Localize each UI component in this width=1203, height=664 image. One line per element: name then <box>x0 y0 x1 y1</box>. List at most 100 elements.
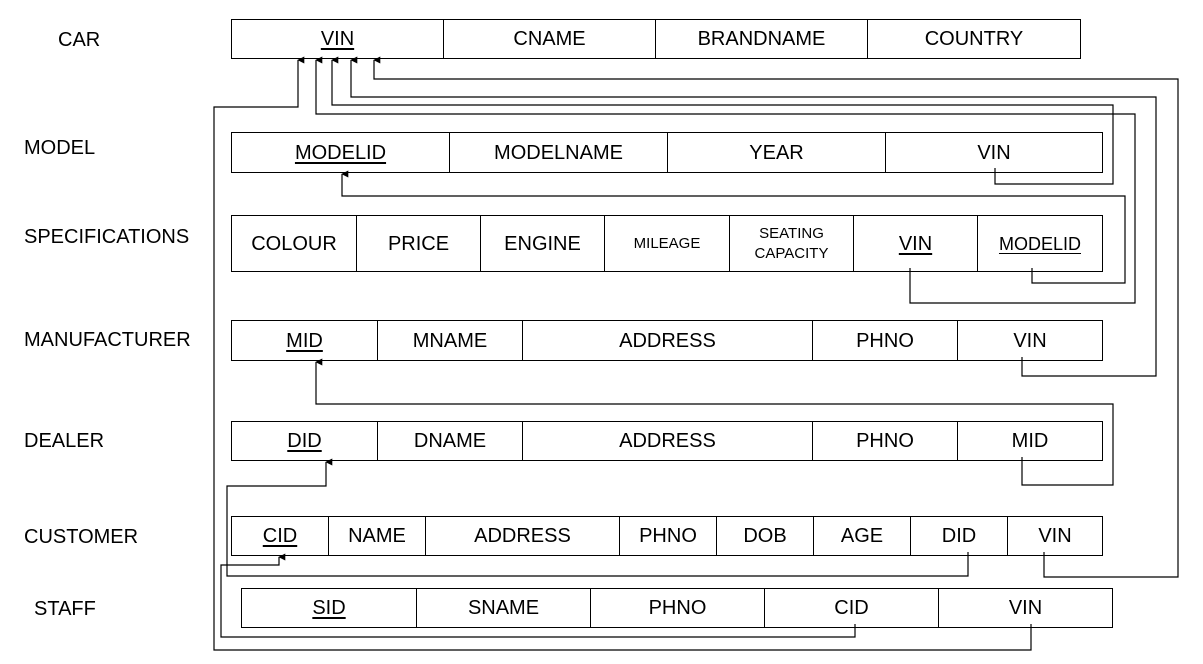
link-spec-vin-to-car-vin <box>315 56 1136 304</box>
car-column-vin: VIN <box>232 20 444 58</box>
model-column-year-label: YEAR <box>749 141 804 164</box>
specifications-column-modelid: MODELID <box>978 216 1102 271</box>
car-column-cname-label: CNAME <box>513 28 586 50</box>
manufacturer-column-vin-label: VIN <box>1013 329 1047 352</box>
specifications-column-colour: COLOUR <box>232 216 357 271</box>
customer-column-age-label: AGE <box>840 525 884 547</box>
model-column-modelname-label: MODELNAME <box>494 141 623 164</box>
staff-column-sname-label: SNAME <box>467 597 540 619</box>
link-customer-vin-to-car-vin <box>373 56 1179 578</box>
manufacturer-column-mid-label: MID <box>286 329 323 352</box>
manufacturer-table-name: MANUFACTURER <box>24 329 191 351</box>
manufacturer-column-vin: VIN <box>958 321 1102 360</box>
customer-table-name: CUSTOMER <box>24 526 139 548</box>
link-dealer-mid-to-manufacturer-mid <box>315 358 1114 486</box>
specifications-column-mileage: MILEAGE <box>605 216 730 271</box>
manufacturer-column-phno-label: PHNO <box>856 329 914 352</box>
car-column-brandname: BRANDNAME <box>656 20 868 58</box>
manufacturer-column-mname-label: MNAME <box>412 329 488 352</box>
customer-column-address-label: ADDRESS <box>474 525 571 547</box>
customer-column-vin-label: VIN <box>1038 525 1072 547</box>
customer-column-name-label: NAME <box>348 525 406 547</box>
car-column-vin-label: VIN <box>320 28 355 50</box>
customer-column-did: DID <box>911 517 1008 555</box>
model-column-modelname: MODELNAME <box>450 133 668 172</box>
link-staff-vin-to-car-vin <box>213 56 1032 651</box>
dealer-column-phno: PHNO <box>813 422 958 460</box>
link-staff-cid-to-customer-cid <box>220 553 856 638</box>
customer-table: CID NAME ADDRESS PHNO DOB AGE DID VIN <box>231 516 1103 556</box>
specifications-column-seating-capacity-label: SEATING CAPACITY <box>754 224 829 262</box>
customer-column-phno: PHNO <box>620 517 717 555</box>
customer-column-phno-label: PHNO <box>639 525 697 547</box>
dealer-column-mid-label: MID <box>1011 430 1049 452</box>
customer-column-age: AGE <box>814 517 911 555</box>
dealer-column-dname-label: DNAME <box>413 430 487 452</box>
car-column-country: COUNTRY <box>868 20 1080 58</box>
customer-column-dob-label: DOB <box>743 525 787 547</box>
customer-column-address: ADDRESS <box>426 517 620 555</box>
dealer-column-phno-label: PHNO <box>856 430 914 452</box>
model-column-vin-label: VIN <box>977 141 1011 164</box>
specifications-column-mileage-label: MILEAGE <box>633 234 701 252</box>
manufacturer-column-phno: PHNO <box>813 321 958 360</box>
link-model-vin-to-car-vin <box>331 56 1114 185</box>
staff-column-sid-label: SID <box>312 597 346 619</box>
staff-column-vin: VIN <box>939 589 1112 627</box>
manufacturer-column-address: ADDRESS <box>523 321 813 360</box>
model-column-vin: VIN <box>886 133 1102 172</box>
car-column-country-label: COUNTRY <box>924 28 1024 50</box>
car-table: VIN CNAME BRANDNAME COUNTRY <box>231 19 1081 59</box>
customer-column-name: NAME <box>329 517 426 555</box>
dealer-column-dname: DNAME <box>378 422 523 460</box>
staff-table: SID SNAME PHNO CID VIN <box>241 588 1113 628</box>
specifications-table: COLOUR PRICE ENGINE MILEAGE SEATING CAPACITY… <box>231 215 1103 272</box>
dealer-column-mid: MID <box>958 422 1102 460</box>
model-table-name: MODEL <box>24 137 96 159</box>
staff-column-cid-label: CID <box>834 597 869 619</box>
customer-column-cid-label: CID <box>262 525 298 547</box>
staff-table-name: STAFF <box>34 598 96 620</box>
staff-column-phno-label: PHNO <box>648 597 707 619</box>
model-column-modelid: MODELID <box>232 133 450 172</box>
specifications-column-vin-label: VIN <box>898 232 933 255</box>
dealer-column-did-label: DID <box>287 430 322 452</box>
customer-column-cid: CID <box>232 517 329 555</box>
manufacturer-column-address-label: ADDRESS <box>619 329 716 352</box>
manufacturer-table: MID MNAME ADDRESS PHNO VIN <box>231 320 1103 361</box>
dealer-table: DID DNAME ADDRESS PHNO MID <box>231 421 1103 461</box>
customer-column-vin: VIN <box>1008 517 1102 555</box>
specifications-column-vin: VIN <box>854 216 978 271</box>
link-spec-modelid-to-model-modelid <box>341 170 1126 284</box>
customer-column-dob: DOB <box>717 517 814 555</box>
specifications-column-price-label: PRICE <box>387 232 450 255</box>
model-column-year: YEAR <box>668 133 886 172</box>
specifications-column-price: PRICE <box>357 216 481 271</box>
staff-column-phno: PHNO <box>591 589 765 627</box>
staff-column-vin-label: VIN <box>1008 597 1043 619</box>
manufacturer-column-mname: MNAME <box>378 321 523 360</box>
specifications-column-modelid-label: MODELID <box>998 233 1081 254</box>
specifications-table-name: SPECIFICATIONS <box>24 226 190 248</box>
car-column-brandname-label: BRANDNAME <box>697 28 826 50</box>
staff-column-cid: CID <box>765 589 939 627</box>
dealer-column-address: ADDRESS <box>523 422 813 460</box>
dealer-column-did: DID <box>232 422 378 460</box>
model-column-modelid-label: MODELID <box>294 141 387 164</box>
specifications-column-seating-capacity: SEATING CAPACITY <box>730 216 854 271</box>
staff-column-sid: SID <box>242 589 417 627</box>
car-table-name: CAR <box>58 29 101 51</box>
staff-column-sname: SNAME <box>417 589 591 627</box>
link-customer-did-to-dealer-did <box>226 458 969 577</box>
model-table: MODELID MODELNAME YEAR VIN <box>231 132 1103 173</box>
link-manufacturer-vin-to-car-vin <box>350 56 1157 377</box>
specifications-column-colour-label: COLOUR <box>251 232 337 255</box>
manufacturer-column-mid: MID <box>232 321 378 360</box>
dealer-table-name: DEALER <box>24 430 105 452</box>
car-column-cname: CNAME <box>444 20 656 58</box>
customer-column-did-label: DID <box>941 525 977 547</box>
specifications-column-engine: ENGINE <box>481 216 605 271</box>
dealer-column-address-label: ADDRESS <box>619 430 716 452</box>
specifications-column-engine-label: ENGINE <box>504 232 581 255</box>
